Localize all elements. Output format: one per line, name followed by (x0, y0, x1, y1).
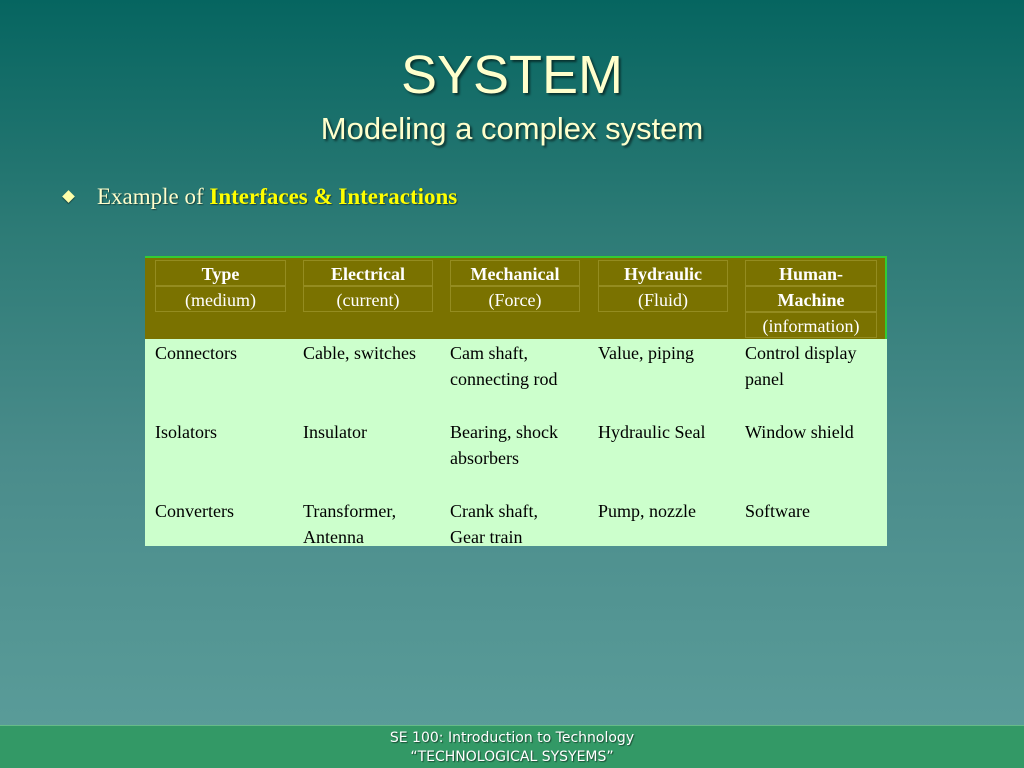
row2-mechanical-line1: Bearing, shock (450, 422, 558, 442)
header-electrical-sub: (current) (303, 286, 433, 312)
row2-hydraulic: Hydraulic Seal (598, 422, 706, 442)
row3-hydraulic: Pump, nozzle (598, 501, 696, 521)
row2-type: Isolators (155, 422, 217, 442)
row3-mechanical-line2: Gear train (450, 527, 523, 547)
header-human-name2: Machine (745, 286, 877, 312)
header-mechanical-sub: (Force) (450, 286, 580, 312)
slide-title: SYSTEM (400, 45, 624, 105)
footer-line1: SE 100: Introduction to Technology (389, 730, 635, 746)
row2-electrical: Insulator (303, 422, 367, 442)
header-electrical-name: Electrical (303, 260, 433, 286)
row3-mechanical-line1: Crank shaft, (450, 501, 538, 521)
header-hydraulic-name: Hydraulic (598, 260, 728, 286)
bullet-text: Example of (97, 184, 210, 209)
footer-line2: “TECHNOLOGICAL SYSYEMS” (410, 749, 614, 765)
row3-electrical-line1: Transformer, (303, 501, 397, 521)
header-type-sub: (medium) (155, 286, 286, 312)
row1-electrical: Cable, switches (303, 343, 416, 363)
row1-human-line1: Control display (745, 343, 857, 363)
header-hydraulic-sub: (Fluid) (598, 286, 728, 312)
interfaces-table: Type (medium) Electrical (current) Mecha… (145, 256, 887, 547)
header-human-sub: (information) (745, 312, 877, 338)
header-col-electrical: Electrical (current) (303, 260, 433, 312)
header-col-hydraulic: Hydraulic (Fluid) (598, 260, 728, 312)
header-col-mechanical: Mechanical (Force) (450, 260, 580, 312)
row1-type: Connectors (155, 343, 237, 363)
row3-electrical-line2: Antenna (303, 527, 364, 547)
slide-subtitle: Modeling a complex system (320, 111, 704, 146)
header-human-name1: Human- (745, 260, 877, 286)
diamond-bullet-icon (62, 190, 75, 203)
row3-human-line1: Software (745, 501, 810, 521)
header-mechanical-name: Mechanical (450, 260, 580, 286)
header-type-name: Type (155, 260, 286, 286)
bullet-highlight-text: Interfaces & Interactions (209, 184, 458, 209)
row2-mechanical-line2: absorbers (450, 448, 519, 468)
header-col-type: Type (medium) (155, 260, 286, 312)
row1-mechanical-line2: connecting rod (450, 369, 558, 389)
slide-footer: SE 100: Introduction to Technology “TECH… (0, 725, 1024, 768)
header-col-human-machine: Human- Machine (information) (745, 260, 877, 338)
bullet-item: Example of Interfaces & Interactions (62, 184, 458, 210)
row1-hydraulic: Value, piping (598, 343, 694, 363)
row1-mechanical-line1: Cam shaft, (450, 343, 528, 363)
row3-type: Converters (155, 501, 234, 521)
table-header: Type (medium) Electrical (current) Mecha… (145, 256, 887, 339)
row2-human-line1: Window shield (745, 422, 854, 442)
row1-human-line2: panel (745, 369, 784, 389)
